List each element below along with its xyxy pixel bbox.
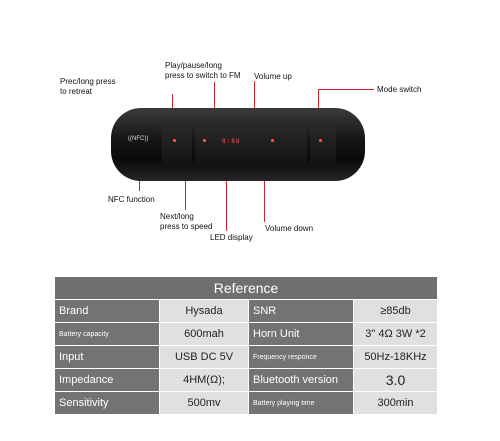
spec-label: Frequency responce — [248, 345, 354, 369]
spec-label: Sensitivity — [54, 391, 160, 415]
leader-mode-h — [318, 89, 374, 90]
callout-led: LED display — [210, 233, 253, 242]
table-row: Brand Hysada SNR ≥85db — [54, 299, 438, 323]
leader-led — [226, 170, 227, 231]
callout-next: Next/long press to speed — [160, 212, 213, 231]
led-display: 8:88 — [222, 138, 241, 145]
product-diagram: Prec/long press to retreat Play/pause/lo… — [60, 61, 422, 242]
speaker-panel — [162, 123, 192, 167]
speaker-image: ((NFC)) 8:88 — [111, 108, 365, 181]
table-row: Sensitivity 500mv Battery playing time 3… — [54, 391, 438, 415]
spec-value: 50Hz-18KHz — [353, 345, 438, 369]
spec-value: 4HM(Ω); — [159, 368, 249, 392]
spec-value: Hysada — [159, 299, 249, 323]
speaker-panel — [310, 123, 336, 167]
callout-play: Play/pause/long press to switch to FM — [165, 61, 241, 80]
spec-label: Brand — [54, 299, 160, 323]
leader-mode-v — [318, 89, 319, 115]
spec-label: Bluetooth version — [248, 368, 354, 392]
button-light — [173, 139, 176, 142]
speaker-panel — [195, 123, 307, 167]
nfc-label: ((NFC)) — [128, 136, 149, 142]
spec-value: 3" 4Ω 3W *2 — [353, 322, 438, 346]
spec-label: Battery playing time — [248, 391, 354, 415]
callout-volume-down: Volume down — [265, 224, 314, 233]
leader-next — [185, 170, 186, 210]
leader-play — [214, 82, 215, 115]
button-light — [271, 139, 274, 142]
leader-volume-up — [254, 81, 255, 115]
spec-value: 600mah — [159, 322, 249, 346]
leader-prev — [172, 94, 173, 115]
spec-label: Impedance — [54, 368, 160, 392]
spec-value: 500mv — [159, 391, 249, 415]
spec-label: SNR — [248, 299, 354, 323]
callout-volume-up: Volume up — [254, 72, 292, 81]
table-row: Impedance 4HM(Ω); Bluetooth version 3.0 — [54, 368, 438, 392]
spec-value: USB DC 5V — [159, 345, 249, 369]
spec-label: Horn Unit — [248, 322, 354, 346]
callout-prev: Prec/long press to retreat — [60, 77, 116, 96]
leader-volume-down — [264, 170, 265, 222]
table-title: Reference — [54, 276, 438, 300]
table-row: Battery capacity 600mah Horn Unit 3" 4Ω … — [54, 322, 438, 346]
callout-mode: Mode switch — [377, 85, 422, 94]
reference-table: Reference Brand Hysada SNR ≥85db Battery… — [54, 276, 438, 415]
spec-value: 300min — [353, 391, 438, 415]
spec-value: 3.0 — [353, 368, 438, 392]
spec-value: ≥85db — [353, 299, 438, 323]
callout-nfc: NFC function — [108, 195, 155, 204]
table-row: Input USB DC 5V Frequency responce 50Hz-… — [54, 345, 438, 369]
spec-label: Battery capacity — [54, 322, 160, 346]
button-light — [203, 139, 206, 142]
button-light — [319, 139, 322, 142]
spec-label: Input — [54, 345, 160, 369]
